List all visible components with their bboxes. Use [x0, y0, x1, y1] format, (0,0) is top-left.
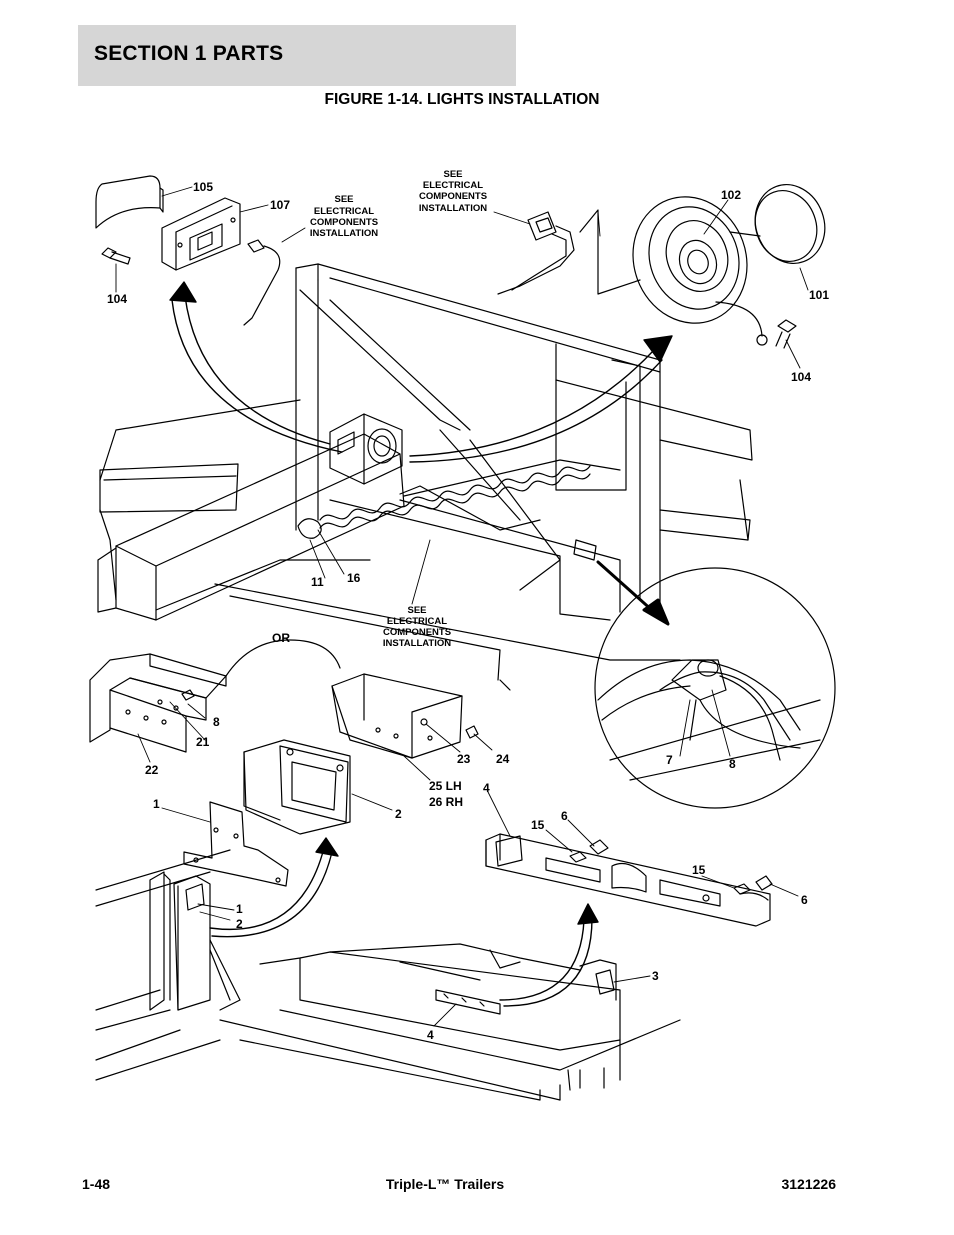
product-name: Triple-L™ Trailers [385, 1176, 505, 1192]
screw-104b-part [775, 319, 797, 349]
note-line: ELECTRICAL [314, 206, 374, 217]
screw-104-part [101, 247, 131, 265]
callout-3: 3 [652, 969, 659, 983]
callout-25-lh: 25 LH [429, 779, 462, 793]
note-line: SEE [407, 605, 426, 616]
light-107-part [161, 197, 241, 271]
callout-8-detail: 8 [729, 757, 736, 771]
note-line: SEE [334, 194, 353, 205]
light-bar-4-part [485, 833, 773, 927]
note-line: ELECTRICAL [423, 180, 483, 191]
callout-6-lower: 6 [801, 893, 808, 907]
callout-21: 21 [196, 735, 210, 749]
note-line: COMPONENTS [383, 627, 451, 638]
wire-connector-part [243, 239, 281, 326]
note-line: INSTALLATION [310, 228, 378, 239]
callout-1-lower: 1 [236, 902, 243, 916]
callout-4-lightbar: 4 [483, 781, 490, 795]
callout-107: 107 [270, 198, 290, 212]
callout-1-bracket: 1 [153, 797, 160, 811]
callout-2-lamp: 2 [395, 807, 402, 821]
lamp-102-part [632, 196, 768, 346]
callout-104-top-left: 104 [107, 292, 127, 306]
note-see-electrical-left: SEE ELECTRICAL COMPONENTS INSTALLATION [310, 194, 378, 239]
callout-104-top-right: 104 [791, 370, 811, 384]
trailer-frame [97, 263, 753, 691]
note-line: ELECTRICAL [387, 616, 447, 627]
callout-102: 102 [721, 188, 741, 202]
callout-105: 105 [193, 180, 213, 194]
callout-6-upper: 6 [561, 809, 568, 823]
page-number: 1-48 [82, 1176, 111, 1192]
callout-15-upper: 15 [531, 818, 545, 832]
note-see-electrical-top: SEE ELECTRICAL COMPONENTS INSTALLATION [419, 169, 487, 214]
callout-22: 22 [145, 763, 159, 777]
callout-26-rh: 26 RH [429, 795, 463, 809]
lamp-2-part [243, 739, 351, 835]
lens-105-part [95, 175, 164, 229]
trailer-rear-left [95, 849, 561, 1101]
trailer-floor [239, 943, 681, 1101]
arrow-right-up [409, 335, 673, 463]
note-line: SEE [443, 169, 462, 180]
light-box-25-26-part [331, 673, 479, 759]
leader-lines [115, 186, 809, 1027]
note-line: INSTALLATION [419, 203, 487, 214]
callout-11: 11 [311, 575, 324, 589]
detail-circle [594, 567, 836, 809]
cover-101-part [754, 184, 826, 264]
callout-15-lower: 15 [692, 863, 706, 877]
document-number: 3121226 [781, 1176, 836, 1192]
callout-8-bracket: 8 [213, 715, 220, 729]
callout-101: 101 [809, 288, 829, 302]
arrow-bottom-left [209, 837, 339, 938]
callout-7-detail: 7 [666, 753, 673, 767]
callout-2-lower: 2 [236, 917, 243, 931]
arrow-left-up [169, 281, 343, 453]
section-header: SECTION 1 PARTS [78, 25, 516, 86]
callout-or: OR [272, 631, 290, 645]
bracket-22-part [89, 653, 227, 753]
note-see-electrical-middle: SEE ELECTRICAL COMPONENTS INSTALLATION [383, 605, 451, 649]
bracket-1-part [183, 801, 289, 887]
arrow-bottom-center [499, 903, 599, 1007]
coiled-cord [319, 465, 591, 521]
section-title: SECTION 1 PARTS [94, 42, 284, 65]
note-line: INSTALLATION [383, 638, 451, 649]
callout-23: 23 [457, 752, 471, 766]
arrow-detail [596, 560, 670, 626]
callout-4-floor: 4 [427, 1028, 434, 1042]
note-line: COMPONENTS [310, 217, 378, 228]
callout-16: 16 [347, 571, 361, 585]
harness-connector-part [497, 211, 575, 295]
note-line: COMPONENTS [419, 191, 487, 202]
callout-24: 24 [496, 752, 510, 766]
frame-lamp-housing [329, 413, 403, 485]
figure-title: FIGURE 1-14. LIGHTS INSTALLATION [324, 91, 600, 108]
